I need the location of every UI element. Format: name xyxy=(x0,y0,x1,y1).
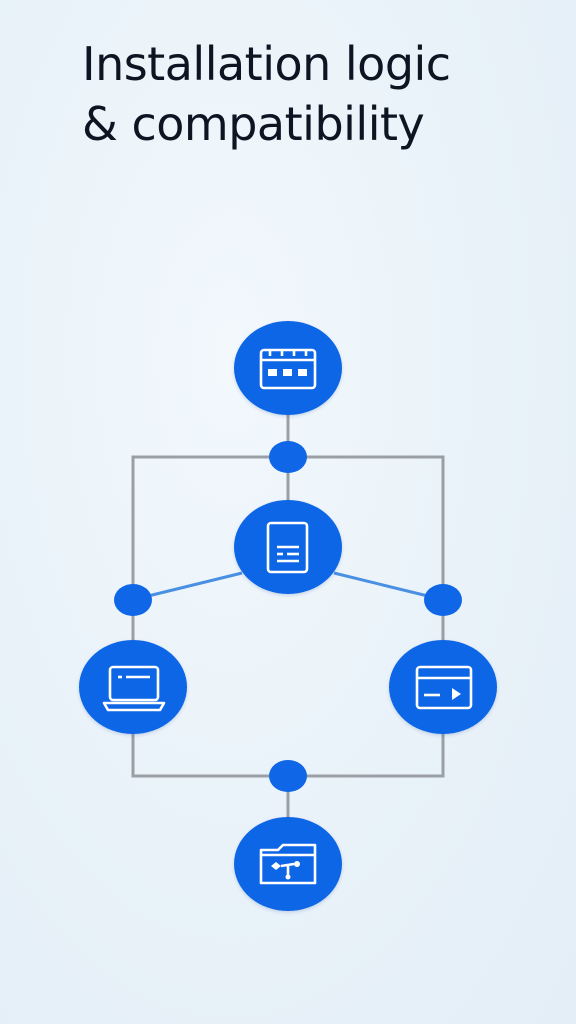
document-icon xyxy=(266,521,309,574)
page-title: Installation logic & compatibility xyxy=(82,34,552,154)
frame-upper-left xyxy=(131,455,288,600)
top-junction xyxy=(269,441,307,473)
node-right-circle xyxy=(389,640,497,734)
title-line-2: & compatibility xyxy=(82,97,425,151)
node-right xyxy=(389,640,497,734)
laptop-icon xyxy=(102,665,166,712)
link-center-to-right xyxy=(333,571,437,600)
bottom-junction xyxy=(269,760,307,792)
title-line-1: Installation logic xyxy=(82,37,451,91)
node-left xyxy=(79,640,187,734)
blue-links xyxy=(139,571,437,600)
folder-share-icon xyxy=(259,843,317,885)
node-bottom xyxy=(234,817,342,911)
left-junction xyxy=(114,584,152,616)
media-window-icon xyxy=(415,665,473,710)
right-junction xyxy=(424,584,462,616)
node-top xyxy=(234,321,342,415)
junctions xyxy=(114,441,462,792)
link-center-to-left xyxy=(139,571,243,600)
frame-upper-right xyxy=(288,455,445,600)
calendar-window-icon xyxy=(259,348,317,390)
frame-lower-left xyxy=(131,732,288,778)
node-top-circle xyxy=(234,321,342,415)
node-center xyxy=(234,500,342,594)
node-left-circle xyxy=(79,640,187,734)
frame-lower-right xyxy=(288,732,445,778)
